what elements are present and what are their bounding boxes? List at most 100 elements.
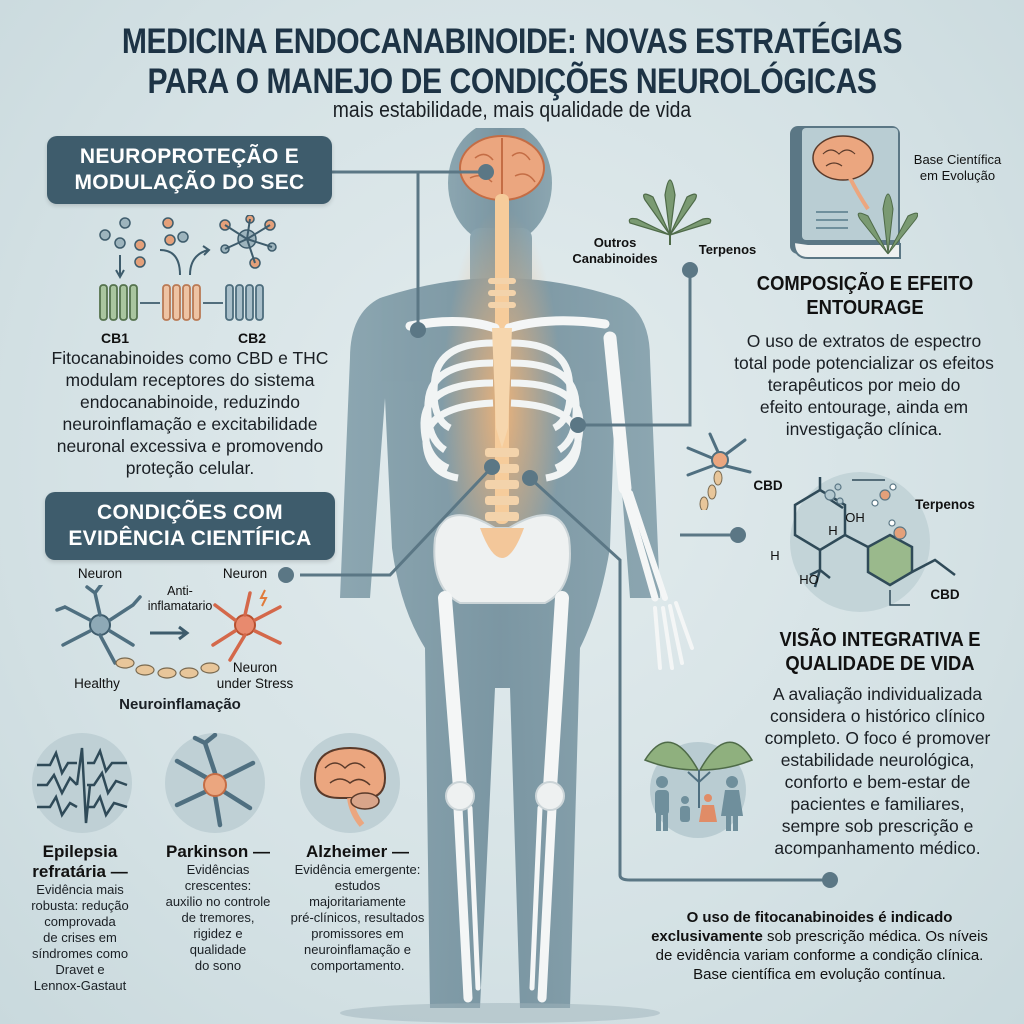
label-line: Canabinoides: [572, 251, 658, 266]
badge-line: MODULAÇÃO DO SEC: [74, 171, 305, 194]
heading-line: VISÃO INTEGRATIVA E: [779, 629, 981, 651]
stress-label: Neuron under Stress: [210, 660, 300, 692]
text-line: total pode potencializar os efeitos: [734, 353, 994, 373]
condition-title: Parkinson —: [166, 842, 270, 861]
cbd-label-bottom: CBD: [930, 587, 960, 602]
condition-title: Alzheimer —: [306, 842, 409, 861]
entourage-heading: COMPOSIÇÃO E EFEITO ENTOURAGE: [727, 272, 1003, 320]
text-line: promissores em: [311, 926, 404, 941]
cbd-molecule-icon: [793, 477, 956, 606]
brain-icon: [313, 746, 387, 827]
stressed-neuron-icon: [211, 589, 282, 662]
healthy-neuron-icon: [55, 585, 142, 665]
cb2-label: CB2: [237, 330, 266, 346]
badge-line: EVIDÊNCIA CIENTÍFICA: [68, 527, 312, 550]
entourage-description: O uso de extratos de espectro total pode…: [705, 330, 1023, 440]
label-line: Anti-: [167, 584, 193, 598]
vertebrae: [485, 278, 519, 521]
neuron-right-label: Neuron: [222, 566, 268, 581]
eeg-wave-icon: [37, 747, 128, 824]
disclaimer-bold: O uso de fitocanabinoides é indicado: [686, 909, 953, 926]
cannabis-leaf-icon: [628, 179, 712, 245]
text-line: Lennox-Gastaut: [33, 978, 127, 993]
other-cannabinoids-label: Outros Canabinoides: [560, 235, 670, 267]
neuroinflammation-caption: Neuroinflamação: [119, 696, 241, 713]
text-line: auxilio no controle: [165, 894, 271, 909]
cb1-label: CB1: [100, 330, 129, 346]
heading-line: QUALIDADE DE VIDA: [785, 653, 975, 675]
molecule-terpenes-label: Terpenos: [915, 497, 975, 512]
text-line: O uso de extratos de espectro: [746, 331, 982, 351]
label-line: inflamatario: [147, 599, 213, 613]
text-line: robusta: redução: [31, 898, 129, 913]
badge-line: NEUROPROTEÇÃO E: [79, 145, 300, 168]
label-line: Outros: [593, 235, 637, 250]
integrative-heading: VISÃO INTEGRATIVA E QUALIDADE DE VIDA: [747, 628, 1014, 676]
condition-title: Epilepsia: [42, 842, 118, 861]
oh-top-label: OH: [845, 510, 865, 525]
badge-line: CONDIÇÕES COM: [97, 501, 283, 524]
condition-epilepsy: Epilepsia refratária — Evidência mais ro…: [0, 842, 160, 994]
text-line: crescentes:: [184, 878, 252, 893]
disclaimer-bold-word: exclusivamente: [651, 928, 763, 945]
text-line: A avaliação individualizada: [772, 684, 983, 704]
text-line: investigação clínica.: [785, 419, 943, 439]
conditions-badge: CONDIÇÕES COM EVIDÊNCIA CIENTÍFICA: [45, 492, 335, 560]
text-line: completo. O foco é promover: [764, 728, 991, 748]
label-line: under Stress: [216, 676, 294, 691]
terpenes-label: Terpenos: [698, 242, 757, 257]
brain-in-head: [459, 135, 545, 201]
text-line: pré-clínicos, resultados: [290, 910, 425, 925]
text-line: do sono: [194, 958, 242, 973]
axon-myelin: [115, 657, 220, 679]
disclaimer-text: sob prescrição médica. Os níveis: [762, 928, 988, 945]
page-subtitle: mais estabilidade, mais qualidade de vid…: [332, 97, 692, 122]
neuron-icon: [174, 733, 256, 828]
text-line: modulam receptores do sistema: [65, 370, 315, 390]
text-line: Fitocanabinoides como CBD e THC: [51, 348, 329, 368]
alzheimer-icon-bg: [300, 733, 400, 833]
human-body-figure: [330, 128, 700, 1024]
text-line: comportamento.: [310, 958, 405, 973]
leg-bones: [438, 591, 569, 1003]
book-label: Base Científica em Evolução: [895, 152, 1020, 184]
science-book-icon: [790, 126, 918, 259]
text-line: síndromes como: [31, 946, 129, 961]
text-line: acompanhamento médico.: [774, 838, 981, 858]
label-line: Base Científica: [913, 152, 1002, 167]
text-line: Evidência emergente:: [294, 862, 421, 877]
text-line: proteção celular.: [125, 458, 255, 478]
ribcage: [420, 339, 584, 482]
family-care-icon: [643, 741, 754, 838]
text-line: Evidências: [186, 862, 250, 877]
neuron-left-label: Neuron: [77, 566, 123, 581]
heading-line: ENTOURAGE: [806, 297, 924, 319]
healthy-label: Healthy: [74, 676, 120, 691]
text-line: endocanabinoide, reduzindo: [80, 392, 300, 412]
small-neuron-icon: [686, 432, 752, 510]
text-line: Evidência mais: [36, 882, 124, 897]
text-line: efeito entourage, ainda em: [759, 397, 969, 417]
h-label-1: H: [828, 523, 838, 538]
text-line: qualidade: [189, 942, 247, 957]
text-line: comprovada: [44, 914, 116, 929]
text-line: de crises em: [43, 930, 117, 945]
neuroprotection-badge: NEUROPROTEÇÃO E MODULAÇÃO DO SEC: [47, 136, 332, 204]
page-title: MEDICINA ENDOCANABINOIDE: NOVAS ESTRATÉG…: [72, 22, 953, 102]
disclaimer-text: de evidência variam conforme a condição …: [655, 947, 984, 964]
epilepsy-icon-bg: [32, 733, 132, 833]
neuron-stress-diagram: [55, 585, 282, 679]
text-line: neuroinflamação e: [304, 942, 411, 957]
neuroprotection-description: Fitocanabinoides como CBD e THC modulam …: [20, 347, 360, 479]
text-line: conforto e bem-estar de: [784, 772, 971, 792]
text-line: neuronal excessiva e promovendo: [56, 436, 324, 456]
medical-disclaimer: O uso de fitocanabinoides é indicado exc…: [615, 908, 1024, 984]
h-label-2: H: [770, 548, 780, 563]
text-line: pacientes e familiares,: [790, 794, 965, 814]
right-arm-bones: [603, 331, 694, 670]
text-line: majoritariamente: [309, 894, 406, 909]
condition-alzheimer: Alzheimer — Evidência emergente: estudos…: [275, 842, 440, 974]
text-line: estabilidade neurológica,: [780, 750, 975, 770]
cb-receptors-icon: [99, 215, 277, 321]
parkinson-icon-bg: [165, 733, 265, 833]
